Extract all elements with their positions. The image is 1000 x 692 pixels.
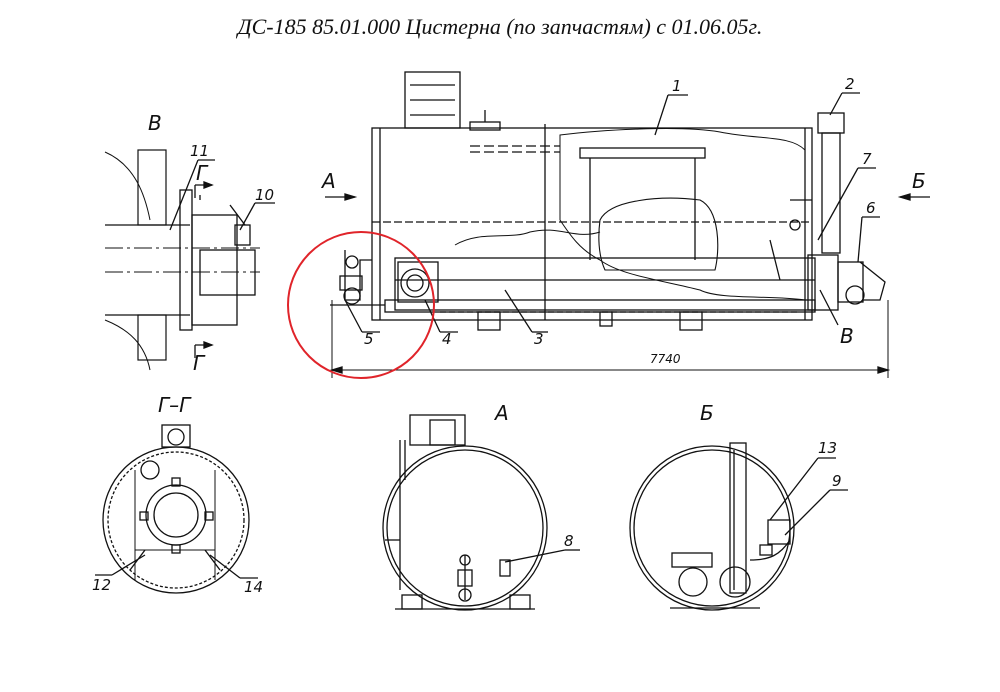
callout-7: 7 xyxy=(862,150,872,168)
rear-view-title: Б xyxy=(700,401,714,425)
cut-mark-lower: Г xyxy=(193,351,206,375)
highlight-circle xyxy=(287,231,435,379)
detail-view-title: В xyxy=(148,111,162,135)
callout-9: 9 xyxy=(832,472,842,490)
detail-view-v: В Г Г 11 10 xyxy=(104,111,275,375)
cut-mark-upper: Г xyxy=(196,161,209,185)
front-view-a: А 8 xyxy=(382,401,580,611)
view-arrow-b: Б xyxy=(912,169,926,193)
rear-view-b: Б 13 9 xyxy=(629,401,848,611)
callout-13: 13 xyxy=(818,439,837,457)
section-g-g: Г–Г 12 14 xyxy=(92,393,263,596)
callout-14: 14 xyxy=(244,578,263,596)
callout-1: 1 xyxy=(672,77,682,95)
callout-8: 8 xyxy=(564,532,574,550)
callout-10: 10 xyxy=(255,186,274,204)
callout-3: 3 xyxy=(534,330,544,348)
callout-12: 12 xyxy=(92,576,111,594)
callout-2: 2 xyxy=(845,75,855,93)
detail-ref-v: В xyxy=(840,324,854,348)
callout-6: 6 xyxy=(866,199,876,217)
tank-side-view: 7740 А Б В 1 2 6 7 3 4 5 xyxy=(320,71,930,378)
page-title: ДС-185 85.01.000 Цистерна (по запчастям)… xyxy=(237,14,763,39)
callout-11: 11 xyxy=(190,142,209,160)
view-arrow-a: А xyxy=(320,169,336,193)
callout-4: 4 xyxy=(442,330,452,348)
section-title: Г–Г xyxy=(158,393,192,417)
callout-5: 5 xyxy=(364,330,374,348)
front-view-title: А xyxy=(493,401,509,425)
dimension-label: 7740 xyxy=(650,352,681,366)
